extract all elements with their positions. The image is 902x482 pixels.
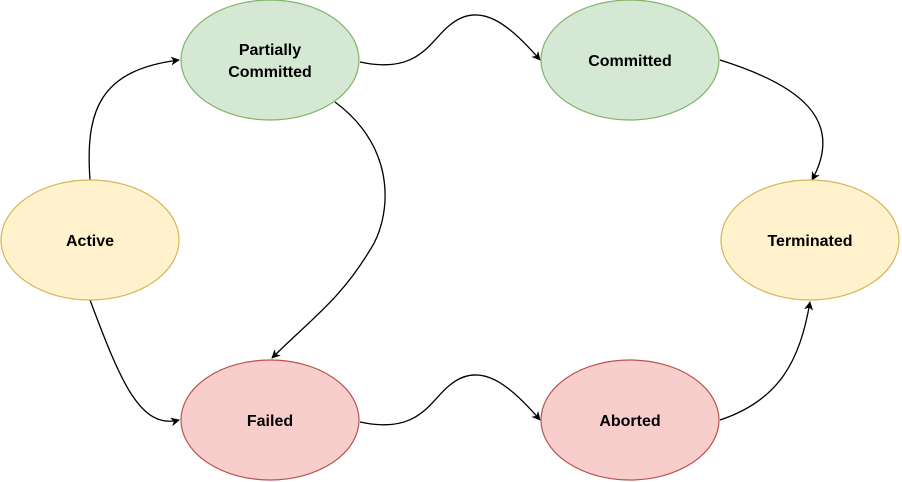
node-partially-committed-shape xyxy=(180,0,360,121)
node-aborted-label-0: Aborted xyxy=(599,413,660,430)
node-failed: Failed xyxy=(180,359,360,481)
node-terminated-shape xyxy=(720,179,900,301)
node-active-label-0: Active xyxy=(66,233,114,250)
node-committed-label-0: Committed xyxy=(588,53,672,70)
edge-active-to-failed xyxy=(89,299,180,427)
node-terminated: Terminated xyxy=(720,179,900,301)
node-partially-committed-label-1: Committed xyxy=(228,64,312,81)
edge-partially-committed-to-failed xyxy=(271,101,386,359)
node-aborted-shape xyxy=(540,359,720,481)
node-terminated-label-0: Terminated xyxy=(767,233,852,250)
edge-committed-to-terminated xyxy=(719,59,824,181)
node-active-shape xyxy=(0,179,180,301)
edge-aborted-to-terminated xyxy=(719,301,814,421)
node-committed-shape xyxy=(540,0,720,121)
node-aborted: Aborted xyxy=(540,359,720,481)
edge-active-to-partially-committed xyxy=(88,56,180,181)
node-failed-shape xyxy=(180,359,360,481)
edge-failed-to-aborted xyxy=(359,374,541,426)
node-active: Active xyxy=(0,179,180,301)
node-partially-committed-label-0: Partially xyxy=(239,42,301,59)
node-committed: Committed xyxy=(540,0,720,121)
node-failed-label-0: Failed xyxy=(247,413,293,430)
edge-partially-committed-to-committed xyxy=(359,14,541,66)
